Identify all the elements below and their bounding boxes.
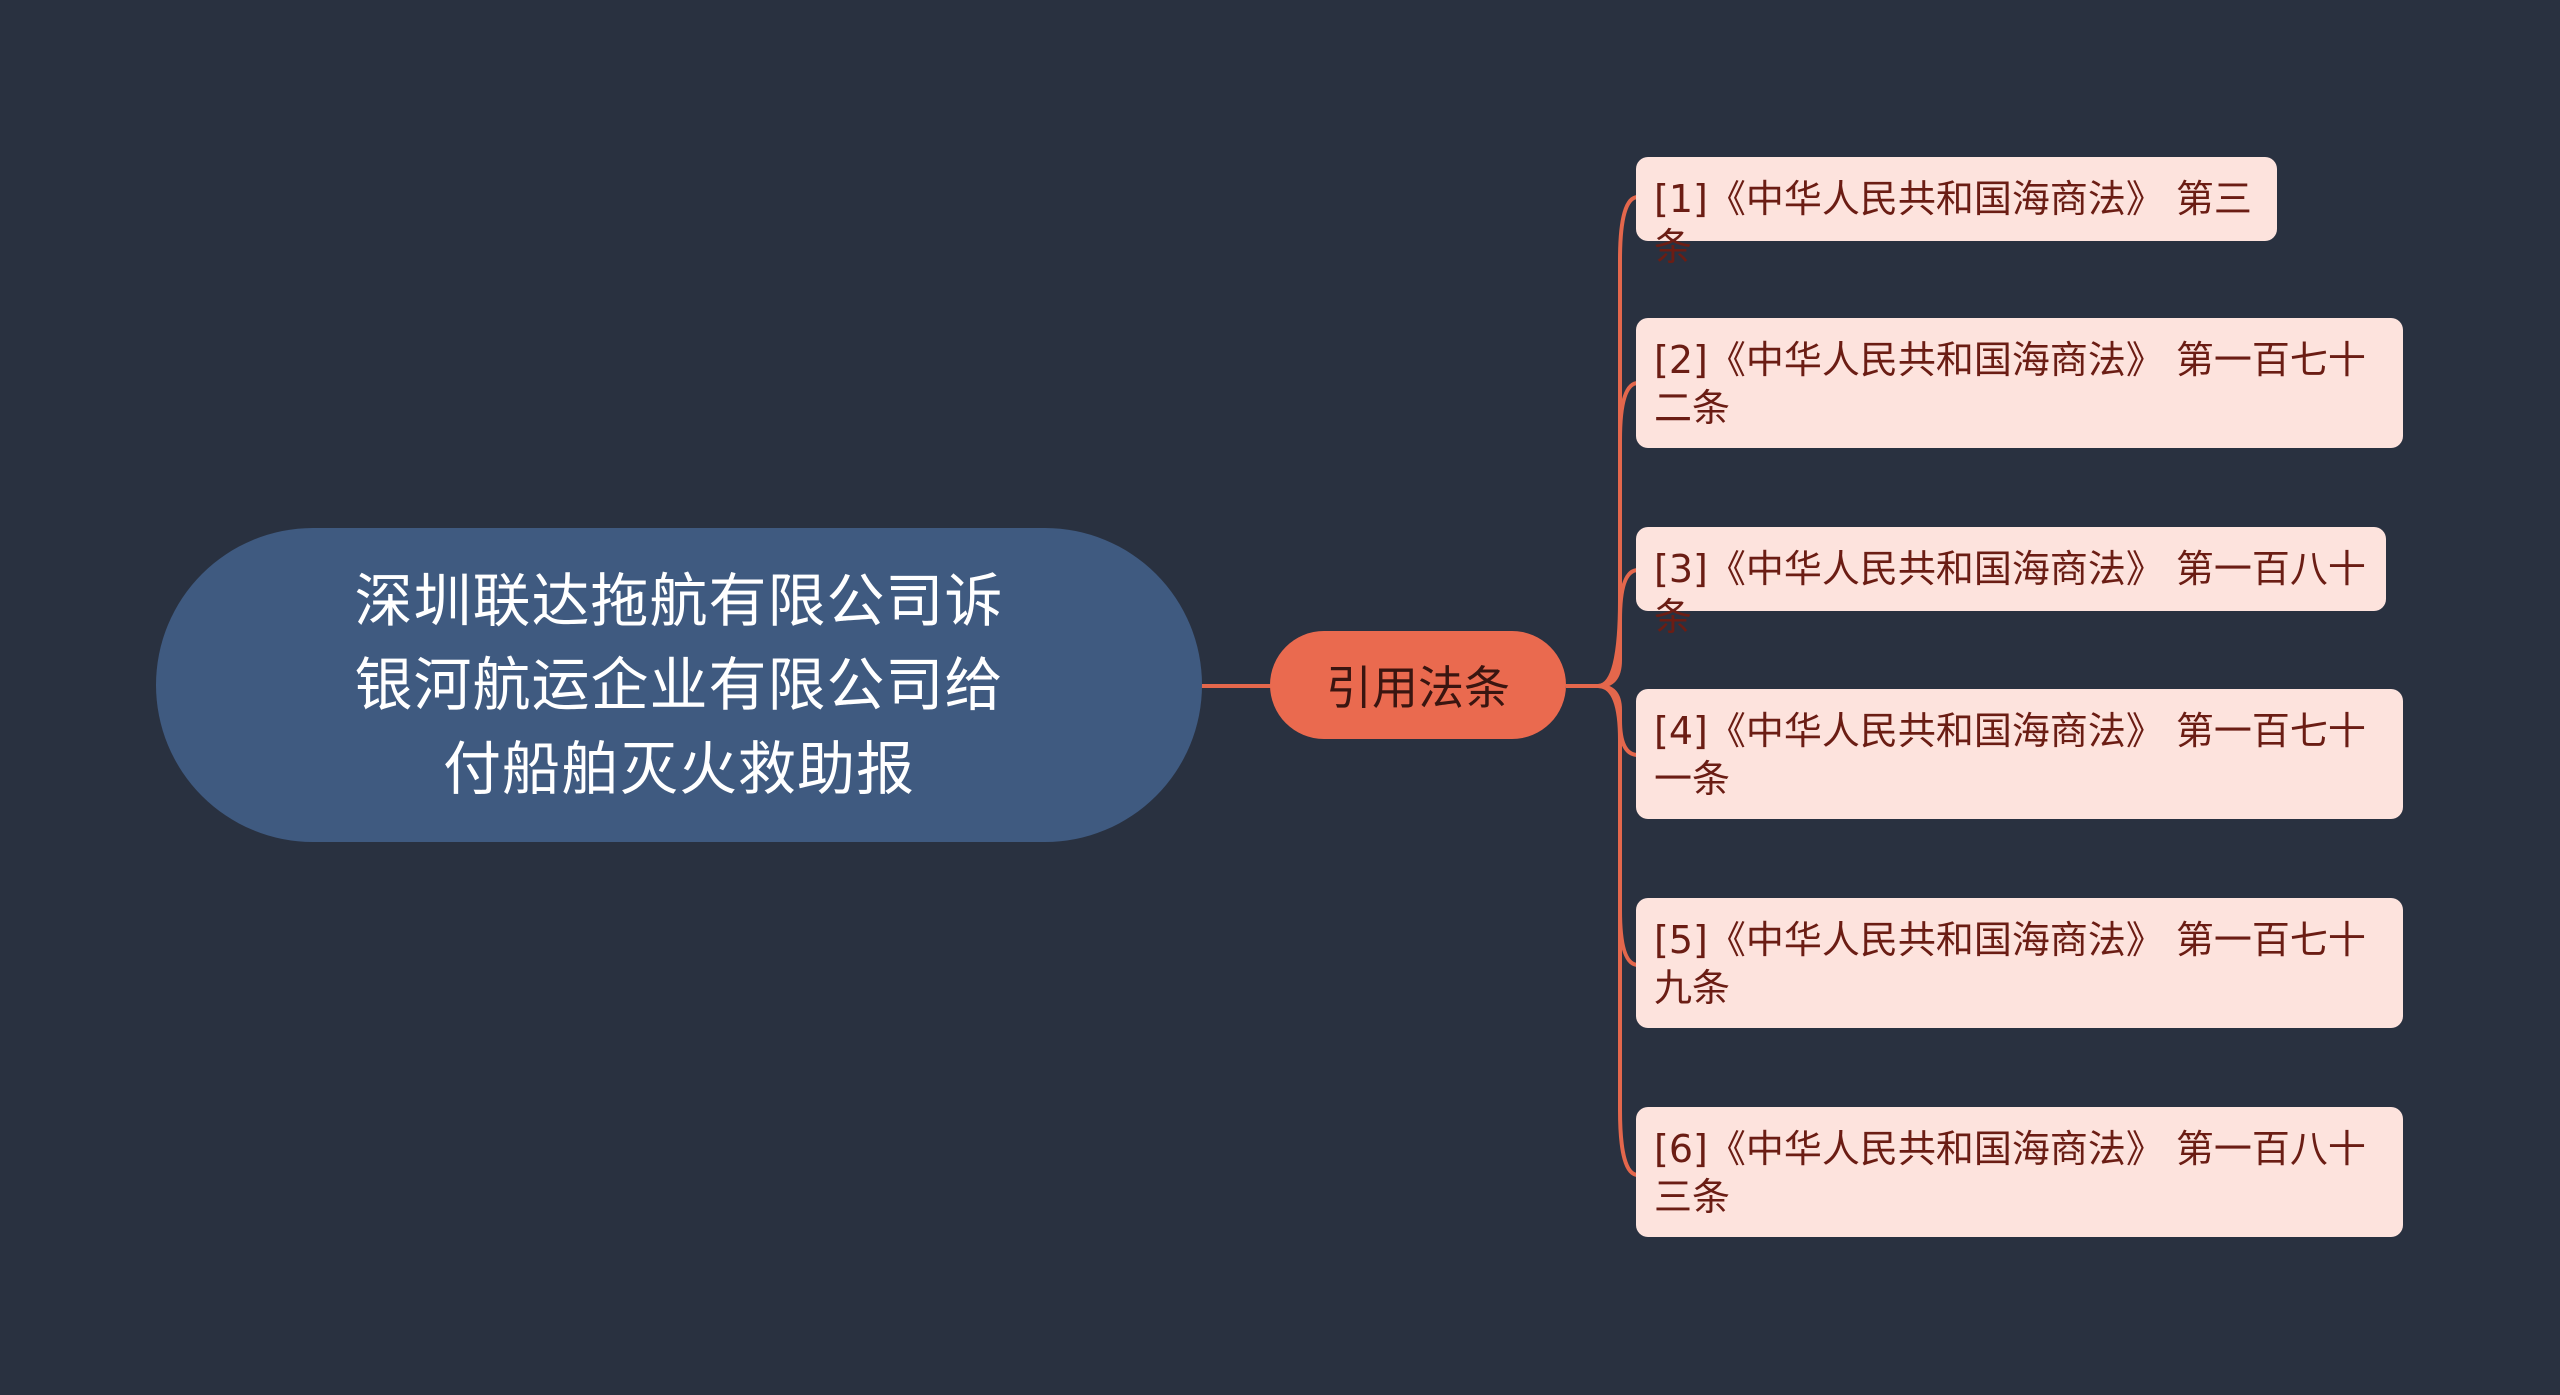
leaf-node-text: [2]《中华人民共和国海商法》 第一百七十二条 xyxy=(1654,338,2366,430)
leaf-node-2[interactable]: [2]《中华人民共和国海商法》 第一百七十二条 xyxy=(1636,318,2403,448)
leaf-node-3[interactable]: [3]《中华人民共和国海商法》 第一百八十条 xyxy=(1636,527,2386,639)
leaf-node-text: [5]《中华人民共和国海商法》 第一百七十九条 xyxy=(1654,918,2366,1010)
leaf-node-text: [3]《中华人民共和国海商法》 第一百八十条 xyxy=(1654,547,2366,639)
root-topic-text: 深圳联达拖航有限公司诉银河航运企业有限公司给付船舶灭火救助报 xyxy=(354,567,1004,803)
leaf-node-6[interactable]: [6]《中华人民共和国海商法》 第一百八十三条 xyxy=(1636,1107,2403,1237)
leaf-node-4[interactable]: [4]《中华人民共和国海商法》 第一百七十一条 xyxy=(1636,689,2403,819)
branch-to-leaf-2-connector xyxy=(1566,381,1639,688)
leaf-node-text: [6]《中华人民共和国海商法》 第一百八十三条 xyxy=(1654,1127,2366,1219)
branch-to-leaf-5-connector xyxy=(1566,684,1639,967)
leaf-node-1[interactable]: [1]《中华人民共和国海商法》 第三条 xyxy=(1636,157,2277,269)
branch-node-text: 引用法条 xyxy=(1326,661,1510,715)
leaf-node-text: [4]《中华人民共和国海商法》 第一百七十一条 xyxy=(1654,709,2366,801)
branch-to-leaf-1-connector xyxy=(1566,195,1639,688)
branch-to-leaf-3-connector xyxy=(1566,568,1639,688)
root-topic-node[interactable]: 深圳联达拖航有限公司诉银河航运企业有限公司给付船舶灭火救助报 xyxy=(156,528,1202,842)
leaf-node-5[interactable]: [5]《中华人民共和国海商法》 第一百七十九条 xyxy=(1636,898,2403,1028)
branch-to-leaf-6-connector xyxy=(1566,684,1639,1177)
branch-to-leaf-4-connector xyxy=(1566,684,1639,757)
branch-node-cited-articles[interactable]: 引用法条 xyxy=(1270,631,1566,739)
leaf-node-text: [1]《中华人民共和国海商法》 第三条 xyxy=(1654,177,2252,269)
